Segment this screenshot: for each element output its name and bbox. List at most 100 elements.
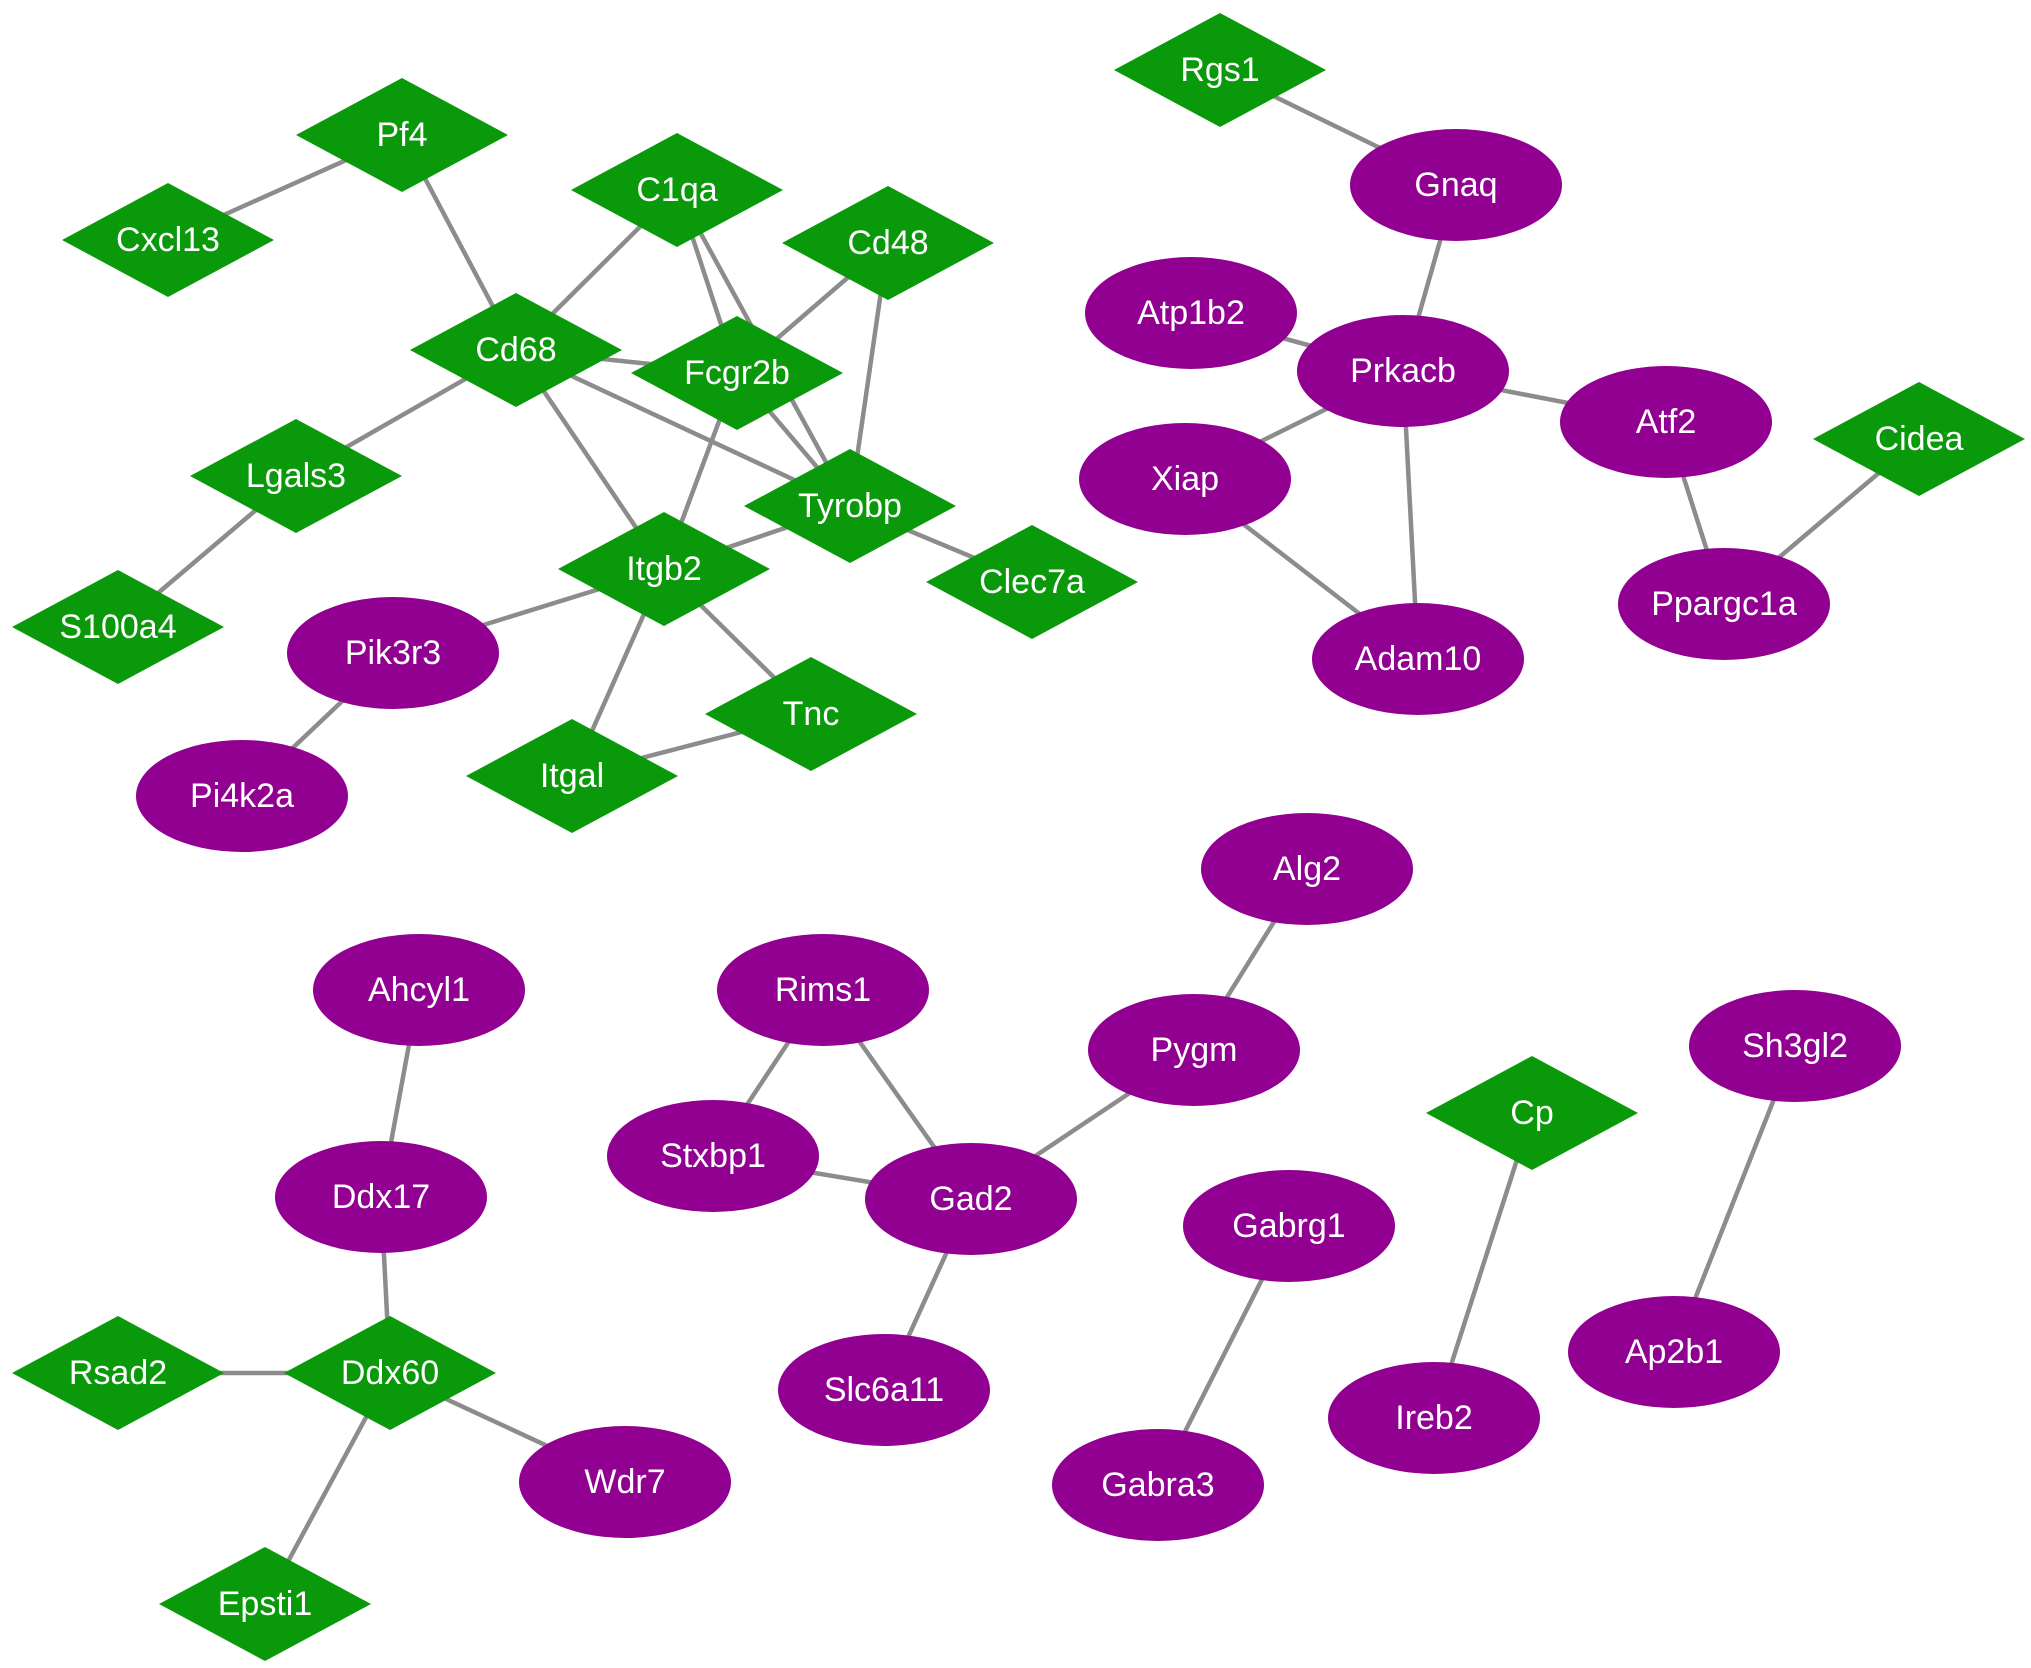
node-pf4[interactable]: Pf4 bbox=[296, 78, 508, 192]
node-wdr7[interactable]: Wdr7 bbox=[519, 1426, 731, 1538]
node-s100a4[interactable]: S100a4 bbox=[12, 570, 224, 684]
node-label: Tnc bbox=[783, 695, 840, 733]
node-rims1[interactable]: Rims1 bbox=[717, 934, 929, 1046]
diamond-node-shape bbox=[410, 293, 622, 407]
ellipse-node-shape bbox=[313, 934, 525, 1046]
node-gad2[interactable]: Gad2 bbox=[865, 1143, 1077, 1255]
ellipse-node-shape bbox=[1079, 423, 1291, 535]
ellipse-node-shape bbox=[1560, 366, 1772, 478]
node-label: Xiap bbox=[1151, 460, 1219, 498]
diamond-node-shape bbox=[631, 316, 843, 430]
node-label: Pi4k2a bbox=[190, 777, 294, 815]
node-itgb2[interactable]: Itgb2 bbox=[558, 512, 770, 626]
diamond-node-shape bbox=[1813, 382, 2025, 496]
node-rgs1[interactable]: Rgs1 bbox=[1114, 13, 1326, 127]
node-label: Rgs1 bbox=[1180, 51, 1259, 89]
ellipse-node-shape bbox=[1183, 1170, 1395, 1282]
node-ap2b1[interactable]: Ap2b1 bbox=[1568, 1296, 1780, 1408]
node-cp[interactable]: Cp bbox=[1426, 1056, 1638, 1170]
node-label: Gabrg1 bbox=[1232, 1207, 1345, 1245]
node-ddx17[interactable]: Ddx17 bbox=[275, 1141, 487, 1253]
node-cxcl13[interactable]: Cxcl13 bbox=[62, 183, 274, 297]
node-label: Prkacb bbox=[1350, 352, 1456, 390]
node-gnaq[interactable]: Gnaq bbox=[1350, 129, 1562, 241]
node-pik3r3[interactable]: Pik3r3 bbox=[287, 597, 499, 709]
ellipse-node-shape bbox=[717, 934, 929, 1046]
node-label: Lgals3 bbox=[246, 457, 346, 495]
node-ddx60[interactable]: Ddx60 bbox=[284, 1316, 496, 1430]
node-label: Ireb2 bbox=[1395, 1399, 1473, 1437]
ellipse-node-shape bbox=[1201, 813, 1413, 925]
node-label: Cd48 bbox=[847, 224, 928, 262]
diamond-node-shape bbox=[926, 525, 1138, 639]
node-adam10[interactable]: Adam10 bbox=[1312, 603, 1524, 715]
node-ireb2[interactable]: Ireb2 bbox=[1328, 1362, 1540, 1474]
node-label: Cidea bbox=[1875, 420, 1964, 458]
node-atf2[interactable]: Atf2 bbox=[1560, 366, 1772, 478]
ellipse-node-shape bbox=[519, 1426, 731, 1538]
node-label: S100a4 bbox=[59, 608, 176, 646]
node-label: Gnaq bbox=[1414, 166, 1497, 204]
diamond-node-shape bbox=[190, 419, 402, 533]
node-fcgr2b[interactable]: Fcgr2b bbox=[631, 316, 843, 430]
diamond-node-shape bbox=[62, 183, 274, 297]
node-label: Itgb2 bbox=[626, 550, 702, 588]
node-label: Fcgr2b bbox=[684, 354, 790, 392]
node-sh3gl2[interactable]: Sh3gl2 bbox=[1689, 990, 1901, 1102]
ellipse-node-shape bbox=[1350, 129, 1562, 241]
diamond-node-shape bbox=[1114, 13, 1326, 127]
diamond-node-shape bbox=[466, 719, 678, 833]
node-label: Ap2b1 bbox=[1625, 1333, 1723, 1371]
node-tyrobp[interactable]: Tyrobp bbox=[744, 449, 956, 563]
node-gabrg1[interactable]: Gabrg1 bbox=[1183, 1170, 1395, 1282]
node-prkacb[interactable]: Prkacb bbox=[1297, 315, 1509, 427]
node-stxbp1[interactable]: Stxbp1 bbox=[607, 1100, 819, 1212]
node-label: Ddx17 bbox=[332, 1178, 430, 1216]
node-atp1b2[interactable]: Atp1b2 bbox=[1085, 257, 1297, 369]
ellipse-node-shape bbox=[607, 1100, 819, 1212]
node-c1qa[interactable]: C1qa bbox=[571, 133, 783, 247]
node-label: Tyrobp bbox=[798, 487, 902, 525]
node-ppargc1a[interactable]: Ppargc1a bbox=[1618, 548, 1830, 660]
node-label: Pf4 bbox=[376, 116, 427, 154]
node-lgals3[interactable]: Lgals3 bbox=[190, 419, 402, 533]
node-xiap[interactable]: Xiap bbox=[1079, 423, 1291, 535]
node-label: Wdr7 bbox=[584, 1463, 665, 1501]
node-alg2[interactable]: Alg2 bbox=[1201, 813, 1413, 925]
node-clec7a[interactable]: Clec7a bbox=[926, 525, 1138, 639]
node-label: Adam10 bbox=[1355, 640, 1482, 678]
node-cd48[interactable]: Cd48 bbox=[782, 186, 994, 300]
node-tnc[interactable]: Tnc bbox=[705, 657, 917, 771]
node-ahcyl1[interactable]: Ahcyl1 bbox=[313, 934, 525, 1046]
ellipse-node-shape bbox=[1618, 548, 1830, 660]
ellipse-node-shape bbox=[275, 1141, 487, 1253]
node-label: Clec7a bbox=[979, 563, 1085, 601]
diamond-node-shape bbox=[296, 78, 508, 192]
node-pi4k2a[interactable]: Pi4k2a bbox=[136, 740, 348, 852]
node-slc6a11[interactable]: Slc6a11 bbox=[778, 1334, 990, 1446]
node-rsad2[interactable]: Rsad2 bbox=[12, 1316, 224, 1430]
node-label: Pik3r3 bbox=[345, 634, 441, 672]
node-label: Itgal bbox=[540, 757, 604, 795]
node-label: Ahcyl1 bbox=[368, 971, 470, 1009]
ellipse-node-shape bbox=[1689, 990, 1901, 1102]
node-cd68[interactable]: Cd68 bbox=[410, 293, 622, 407]
node-itgal[interactable]: Itgal bbox=[466, 719, 678, 833]
node-cidea[interactable]: Cidea bbox=[1813, 382, 2025, 496]
ellipse-node-shape bbox=[1052, 1429, 1264, 1541]
node-label: Cp bbox=[1510, 1094, 1553, 1132]
node-label: Pygm bbox=[1151, 1031, 1238, 1069]
diamond-node-shape bbox=[12, 1316, 224, 1430]
diamond-node-shape bbox=[284, 1316, 496, 1430]
ellipse-node-shape bbox=[1088, 994, 1300, 1106]
diamond-node-shape bbox=[705, 657, 917, 771]
node-pygm[interactable]: Pygm bbox=[1088, 994, 1300, 1106]
diamond-node-shape bbox=[558, 512, 770, 626]
node-label: Rims1 bbox=[775, 971, 871, 1009]
node-label: C1qa bbox=[636, 171, 717, 209]
ellipse-node-shape bbox=[136, 740, 348, 852]
node-epsti1[interactable]: Epsti1 bbox=[159, 1547, 371, 1661]
node-gabra3[interactable]: Gabra3 bbox=[1052, 1429, 1264, 1541]
